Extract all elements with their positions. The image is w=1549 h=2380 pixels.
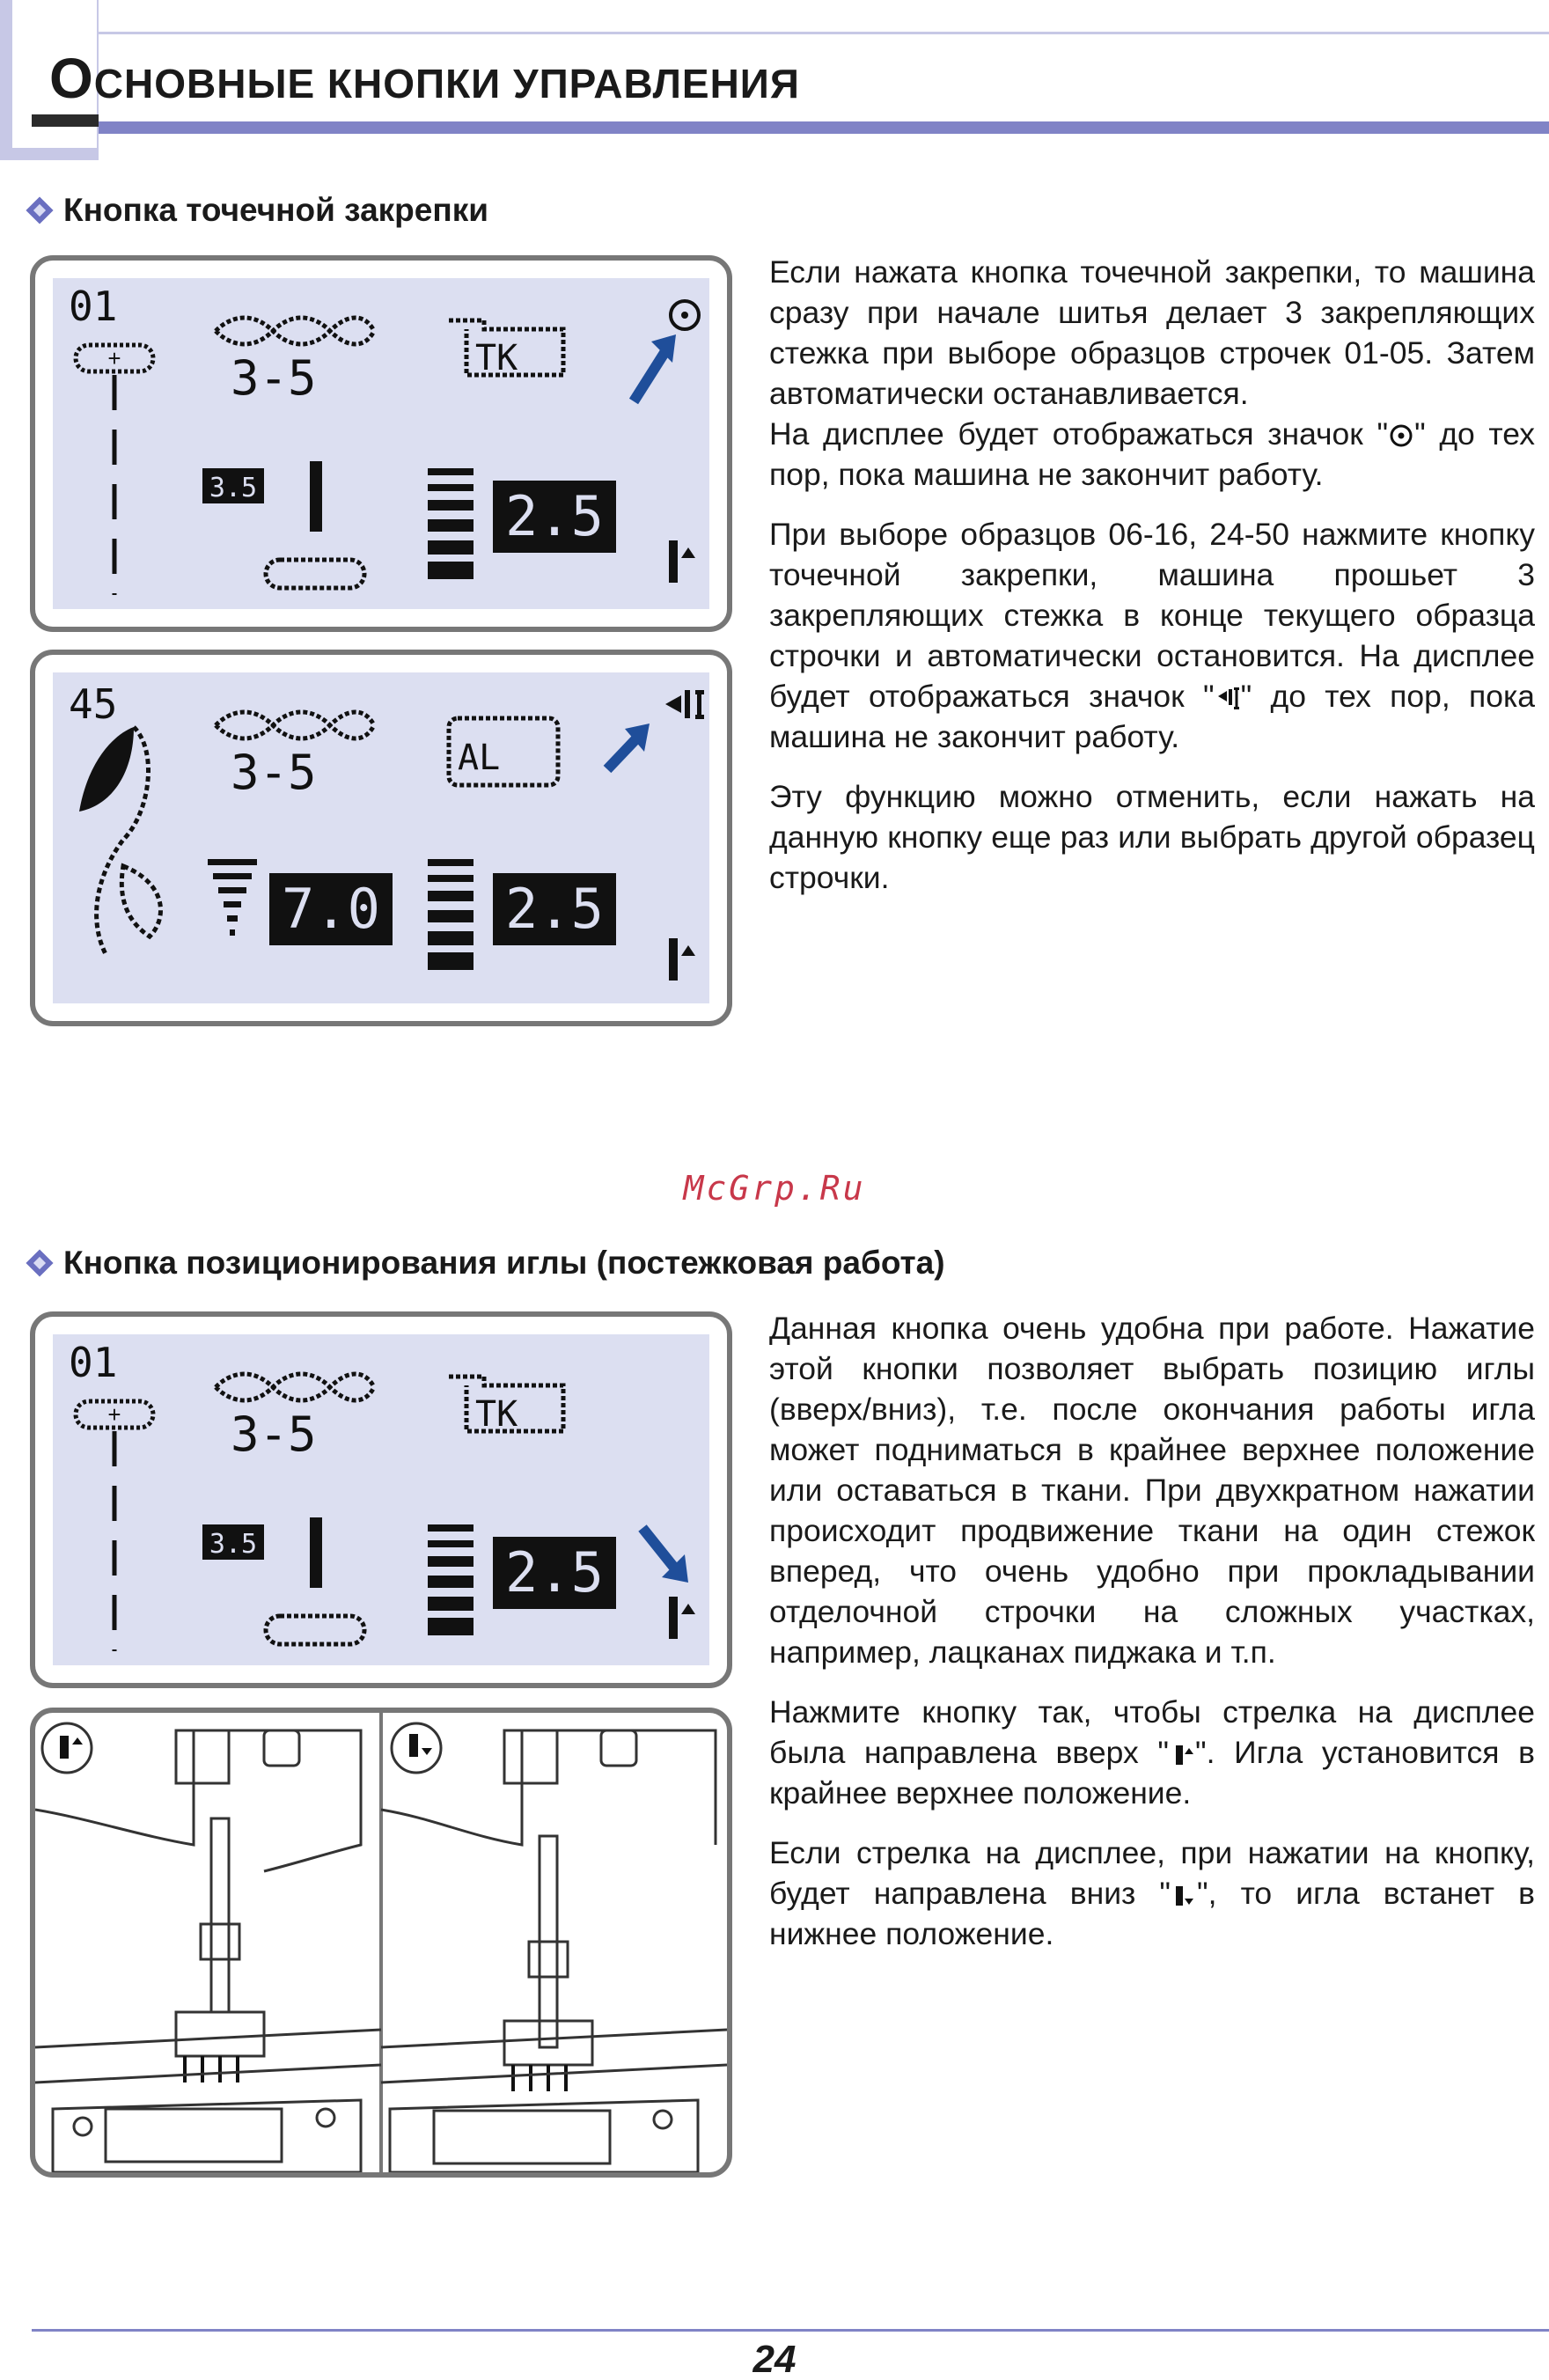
stitch-width-box xyxy=(269,873,393,945)
foot-pressure-box xyxy=(202,1524,264,1560)
needle-up-icon xyxy=(1175,1745,1193,1765)
needle-position-illustration xyxy=(30,1708,732,2178)
lcd-pattern-number: 01 xyxy=(69,283,117,330)
svg-text:TK: TK xyxy=(475,1394,518,1435)
end-tack-icon xyxy=(665,695,681,713)
lcd-pattern-number: 45 xyxy=(69,680,117,728)
lcd-display-1-graphic: 01 3-5 + TK 3.5 2.5 xyxy=(69,283,701,595)
stitch-length-box xyxy=(493,873,616,945)
sewing-machine-drawing xyxy=(35,1713,727,2172)
foot-pressure-box xyxy=(202,468,264,503)
needle-up-panel xyxy=(35,1722,382,2172)
needle-position-icon xyxy=(669,1597,678,1639)
spot-tack-icon xyxy=(1390,424,1413,447)
spot-tack-icon xyxy=(669,299,701,331)
header-top-rule xyxy=(99,32,1549,34)
svg-text:3.5: 3.5 xyxy=(209,1529,257,1560)
needle-icon xyxy=(310,461,322,532)
lcd-stitch-range: 3-5 xyxy=(231,350,317,406)
arrow-down-right-icon xyxy=(638,1524,682,1576)
section2-text: Данная кнопка очень удобна при работе. Н… xyxy=(769,1308,1535,1954)
presser-foot-icon xyxy=(446,716,561,788)
diamond-bullet-icon xyxy=(26,197,53,224)
lcd-display-1: 01 3-5 + TK 3.5 2.5 xyxy=(30,255,732,632)
page-title: ОСНОВНЫЕ КНОПКИ УПРАВЛЕНИЯ xyxy=(49,47,800,110)
paragraph: Эту функцию можно отменить, если нажать … xyxy=(769,779,1535,895)
lcd-display-3: 01 3-5 + TK 3.5 2.5 xyxy=(30,1311,732,1688)
section-heading-needle-position: Кнопка позиционирования иглы (постежкова… xyxy=(26,1245,945,1282)
arrow-up-right-icon xyxy=(628,345,672,405)
svg-text:AL: AL xyxy=(458,738,500,778)
lcd-display-2: 45 3-5 AL 7.0 2.5 xyxy=(30,650,732,1026)
stitch-pattern-icon xyxy=(214,315,377,347)
stitch-pattern-icon xyxy=(214,1371,377,1403)
presser-foot-icon xyxy=(449,318,566,378)
svg-text:3.5: 3.5 xyxy=(209,473,257,503)
presser-foot-icon xyxy=(449,1374,566,1434)
stitch-length-box xyxy=(493,1537,616,1609)
paragraph: Если стрелка на дисплее, при нажатии на … xyxy=(769,1835,1535,1951)
svg-text:2.5: 2.5 xyxy=(505,1540,604,1605)
needle-up-icon xyxy=(60,1736,69,1759)
needle-down-icon xyxy=(1176,1886,1194,1906)
paragraph: Нажмите кнопку так, чтобы стрелка на дис… xyxy=(769,1694,1535,1811)
svg-text:+: + xyxy=(107,1401,121,1428)
svg-text:7.0: 7.0 xyxy=(282,877,380,941)
length-bar-graph xyxy=(428,1524,474,1635)
lcd-pattern-number: 01 xyxy=(69,1339,117,1386)
needle-down-panel xyxy=(380,1722,727,2172)
svg-text:+: + xyxy=(107,345,121,371)
length-bar-graph xyxy=(428,859,474,970)
footer-rule xyxy=(32,2329,1549,2332)
lcd-display-3-graphic: 01 3-5 + TK 3.5 2.5 xyxy=(69,1339,695,1651)
stitch-length-box xyxy=(493,481,616,553)
section1-text: Если нажата кнопка точечной закрепки, то… xyxy=(769,252,1535,898)
width-bar-graph xyxy=(208,859,257,936)
paragraph: Данная кнопка очень удобна при работе. Н… xyxy=(769,1311,1535,1670)
needle-position-icon xyxy=(669,938,678,981)
header-dark-bar xyxy=(32,114,99,127)
lcd-stitch-range: 3-5 xyxy=(231,745,317,800)
lcd-display-2-graphic: 45 3-5 AL 7.0 2.5 xyxy=(69,680,704,981)
diamond-bullet-icon xyxy=(26,1250,53,1276)
header-frame xyxy=(0,0,99,160)
watermark: McGrp.Ru xyxy=(683,1169,866,1208)
paragraph: При выборе образцов 06-16, 24-50 нажмите… xyxy=(769,517,1535,754)
header-rule xyxy=(99,121,1549,134)
end-tack-icon xyxy=(1217,687,1239,709)
leaf-pattern-icon xyxy=(79,727,134,812)
needle-down-icon xyxy=(409,1734,418,1757)
svg-text:TK: TK xyxy=(475,338,518,378)
section-heading-spot-tack: Кнопка точечной закрепки xyxy=(26,192,488,229)
svg-text:2.5: 2.5 xyxy=(505,484,604,548)
page-number: 24 xyxy=(752,2338,797,2380)
needle-icon xyxy=(310,1517,322,1588)
svg-text:2.5: 2.5 xyxy=(505,877,604,941)
stitch-pattern-icon xyxy=(214,709,377,741)
paragraph: На дисплее будет отображаться значок "" … xyxy=(769,416,1535,492)
lcd-stitch-range: 3-5 xyxy=(231,1407,317,1462)
length-bar-graph xyxy=(428,468,474,579)
needle-position-icon xyxy=(669,540,678,583)
paragraph: Если нажата кнопка точечной закрепки, то… xyxy=(769,254,1535,411)
